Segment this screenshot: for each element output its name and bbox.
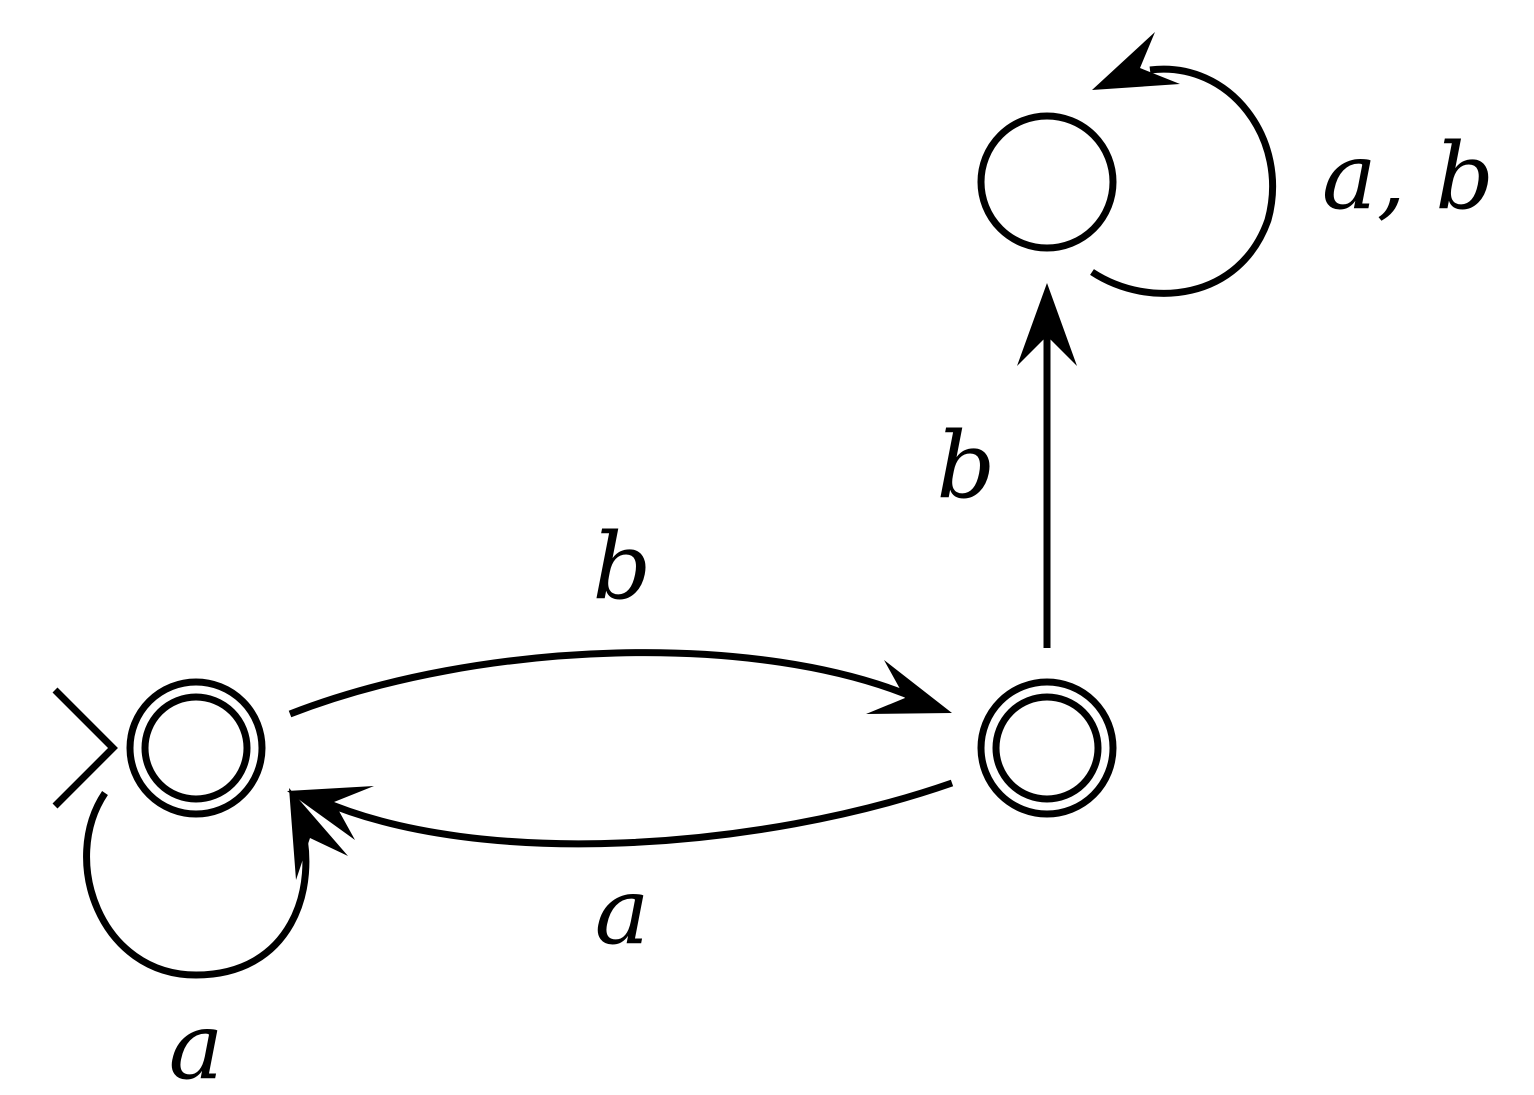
transition-q0-q0: [83, 788, 348, 979]
transition-q1-q0: [287, 779, 954, 848]
state-q1: [977, 678, 1117, 818]
label-q0-q0: a: [169, 993, 224, 1095]
transition-q0-q1: [288, 649, 952, 718]
initial-state-arrow-icon: [52, 687, 118, 809]
transition-q1-q2: [1017, 283, 1077, 648]
state-q2: [977, 112, 1117, 252]
transition-q2-q2: [1090, 32, 1276, 297]
label-q1-q0: a: [595, 858, 650, 965]
label-q2-q2: a, b: [1322, 123, 1494, 230]
label-q1-q2: b: [937, 412, 996, 519]
state-q0: [126, 678, 266, 818]
label-q0-q1: b: [593, 513, 652, 620]
